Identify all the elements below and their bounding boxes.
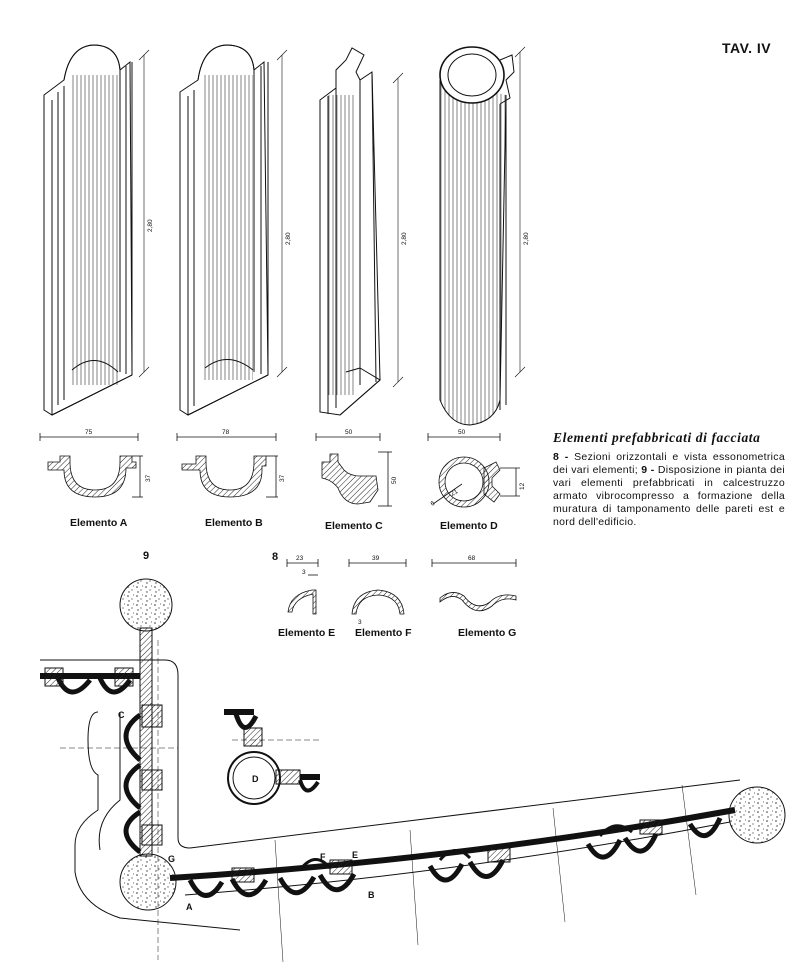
axonometric-element-c (319, 47, 381, 416)
height-dim-a (138, 49, 150, 378)
label-element-f: Elemento F (355, 627, 412, 639)
axonometric-element-b (179, 44, 269, 416)
section-element-g (431, 559, 517, 612)
width-dim-b-label: 78 (222, 429, 230, 436)
thickness-dim-e-label: 3 (302, 569, 306, 576)
plan-layout (40, 578, 786, 963)
width-dim-f-label: 39 (372, 555, 380, 562)
side-dim-d-label: 12 (519, 482, 526, 490)
width-dim-a-label: 75 (85, 429, 93, 436)
height-dim-c (392, 72, 404, 388)
label-element-d: Elemento D (440, 520, 498, 532)
section-element-d (427, 433, 520, 508)
height-dim-d-label: 2,80 (523, 232, 530, 245)
depth-dim-c-label: 50 (391, 476, 398, 484)
radius-dim-d-label: 21 (450, 488, 460, 498)
height-dim-a-label: 2,80 (147, 219, 154, 232)
section-element-f (348, 559, 407, 615)
plan-tag-c: C (118, 710, 125, 720)
section-element-a (39, 433, 143, 498)
width-dim-g-label: 68 (468, 555, 476, 562)
plate-label: TAV. IV (722, 40, 772, 56)
thickness-dim-d-label: 6 (430, 500, 437, 508)
plan-tag-e: E (352, 850, 358, 860)
depth-dim-b-label: 37 (279, 474, 286, 482)
caption-fig9-number: 9 - (641, 464, 655, 476)
depth-dim-a-label: 37 (145, 474, 152, 482)
plan-tag-a: A (186, 902, 193, 912)
caption-fig8-number: 8 - (553, 451, 569, 463)
label-element-g: Elemento G (458, 627, 517, 639)
height-dim-b-label: 2,80 (285, 232, 292, 245)
width-dim-c-label: 50 (345, 429, 353, 436)
height-dim-b (276, 49, 288, 378)
label-element-b: Elemento B (205, 517, 263, 529)
figure-number-9: 9 (143, 550, 150, 562)
thickness-dim-f-label: 3 (358, 619, 362, 626)
figure-number-8: 8 (272, 551, 279, 563)
caption-title: Elementi prefabbricati di facciata (553, 430, 761, 445)
section-element-c (315, 433, 392, 507)
caption-fig8-text: Sezioni orizzontali e vista essonometric… (553, 451, 786, 476)
width-dim-d-label: 50 (458, 429, 466, 436)
label-element-c: Elemento C (325, 520, 383, 532)
caption-body: 8 - Sezioni orizzontali e vista essonome… (553, 451, 785, 529)
plan-tag-f: F (320, 852, 326, 862)
plan-tag-d: D (252, 774, 259, 784)
label-element-a: Elemento A (70, 517, 128, 529)
section-element-e (286, 559, 319, 615)
width-dim-e-label: 23 (296, 555, 304, 562)
axonometric-element-d (439, 46, 515, 426)
plan-tag-b: B (368, 890, 375, 900)
axonometric-element-a (43, 44, 133, 416)
label-element-e: Elemento E (278, 627, 336, 639)
section-element-b (176, 433, 278, 498)
height-dim-c-label: 2,80 (401, 232, 408, 245)
height-dim-d (514, 46, 526, 378)
plan-tag-g: G (168, 854, 175, 864)
caption-fig9-text: Disposizione in pianta dei vari elementi… (553, 464, 785, 528)
